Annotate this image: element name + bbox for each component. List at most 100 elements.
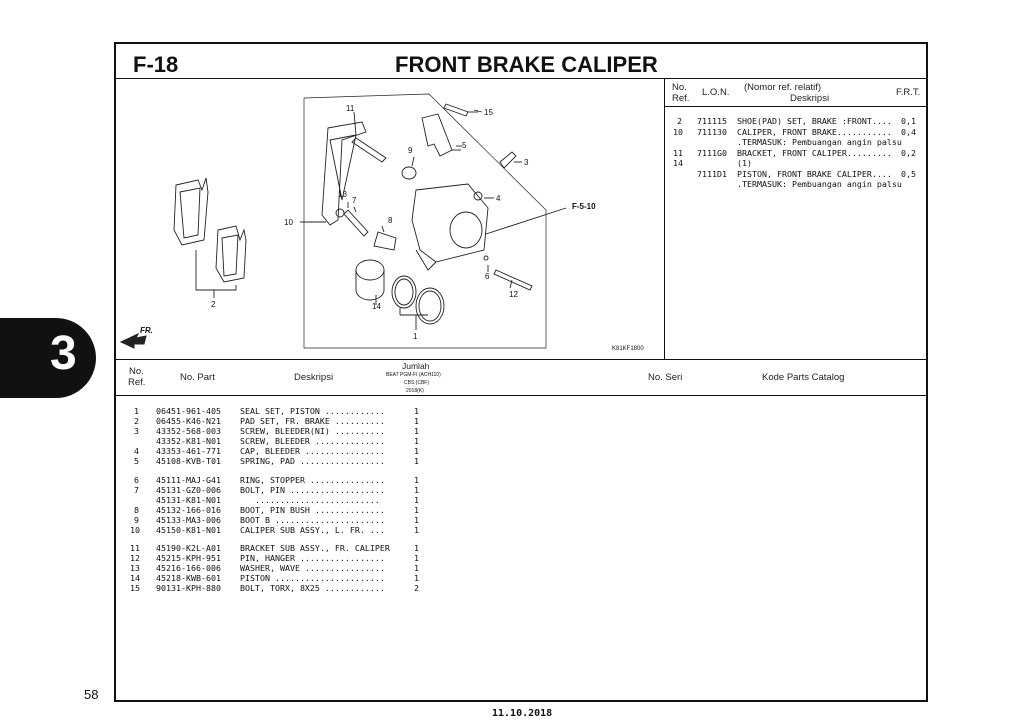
part-desc: BRACKET SUB ASSY., FR. CALIPER — [240, 543, 390, 553]
lon-row-lon: 7111D1 — [697, 169, 727, 179]
part-number: 45131-GZ0-006 — [156, 485, 221, 495]
part-desc: RING, STOPPER ............... — [240, 475, 385, 485]
parts-header-desc: Deskripsi — [294, 372, 334, 383]
exploded-diagram: 11 15 9 5 3 4 13 7 F-5-10 10 8 6 12 14 2… — [116, 80, 663, 358]
part-ref: 8 — [134, 505, 139, 515]
part-desc: BOOT B ...................... — [240, 515, 385, 525]
side-tab-number: 3 — [50, 327, 77, 380]
part-qty: 1 — [414, 543, 419, 553]
lon-row-frt: 0,4 — [901, 127, 916, 137]
part-qty: 1 — [414, 485, 419, 495]
section-code: F-18 — [133, 52, 179, 77]
part-number: 45132-166-016 — [156, 505, 221, 515]
part-ref: 13 — [130, 563, 140, 573]
part-ref: 1 — [134, 406, 139, 416]
part-number: 45216-166-006 — [156, 563, 221, 573]
lon-row-lon: 7111G0 — [697, 148, 727, 158]
parts-header-no: No. — [129, 366, 144, 377]
part-ref: 7 — [134, 485, 139, 495]
part-ref: 11 — [130, 543, 140, 553]
part-ref: 5 — [134, 456, 139, 466]
diagram-label-1: 1 — [413, 332, 418, 341]
part-desc: SCREW, BLEEDER(NI) .......... — [240, 426, 385, 436]
part-number: 06455-K46-N21 — [156, 416, 221, 426]
part-number: 43353-461-771 — [156, 446, 221, 456]
part-qty: 1 — [414, 525, 419, 535]
part-number: 45108-KVB-T01 — [156, 456, 221, 466]
header-divider — [115, 78, 927, 79]
diagram-label-2: 2 — [211, 300, 216, 309]
part-desc: CALIPER SUB ASSY., L. FR. ... — [240, 525, 385, 535]
lon-header-ref: Ref. — [672, 93, 690, 104]
part-number: 43352-568-003 — [156, 426, 221, 436]
direction-label: FR. — [140, 326, 153, 335]
part-number: 43352-K81-N01 — [156, 436, 221, 446]
part-ref: 10 — [130, 525, 140, 535]
diagram-label-8: 8 — [388, 216, 393, 225]
parts-group-1: 1 06451-961-405 SEAL SET, PISTON .......… — [116, 406, 436, 468]
part-desc: PAD SET, FR. BRAKE .......... — [240, 416, 385, 426]
part-ref: 3 — [134, 426, 139, 436]
diagram-label-14: 14 — [372, 302, 381, 311]
print-date: 11.10.2018 — [492, 708, 553, 719]
part-ref: 15 — [130, 583, 140, 593]
lon-row-desc: (1) — [737, 158, 752, 168]
page-frame — [114, 42, 928, 702]
part-ref: 9 — [134, 515, 139, 525]
part-ref: 4 — [134, 446, 139, 456]
part-desc: BOLT, PIN ................... — [240, 485, 385, 495]
parts-header-ref: Ref. — [128, 377, 146, 388]
part-qty: 2 — [414, 583, 419, 593]
diagram-label-4: 4 — [496, 194, 501, 203]
lon-row-lon: 711130 — [697, 127, 727, 137]
part-desc: PISTON ...................... — [240, 573, 385, 583]
part-desc: PIN, HANGER ................. — [240, 553, 385, 563]
parts-header-bottom — [115, 395, 927, 396]
part-qty: 1 — [414, 553, 419, 563]
lon-row-no: 11 — [673, 148, 683, 158]
part-qty: 1 — [414, 436, 419, 446]
parts-group-2: 6 45111-MAJ-G41 RING, STOPPER ..........… — [116, 475, 436, 537]
part-number: 06451-961-405 — [156, 406, 221, 416]
part-qty: 1 — [414, 573, 419, 583]
lon-row-no: 14 — [673, 158, 683, 168]
part-qty: 1 — [414, 475, 419, 485]
part-desc: BOLT, TORX, 8X25 ............ — [240, 583, 385, 593]
part-number: 45190-K2L-A01 — [156, 543, 221, 553]
part-qty: 1 — [414, 495, 419, 505]
diagram-label-f-5-10: F-5-10 — [572, 202, 596, 211]
lon-header-frt: F.R.T. — [896, 87, 921, 98]
lon-rows: 2 711115 SHOE(PAD) SET, BRAKE :FRONT....… — [665, 116, 927, 206]
part-number: 45111-MAJ-G41 — [156, 475, 221, 485]
diagram-divider — [664, 79, 665, 359]
lon-row-desc: CALIPER, FRONT BRAKE........... — [737, 127, 892, 137]
parts-header-part: No. Part — [180, 372, 215, 383]
diagram-label-6: 6 — [485, 272, 490, 281]
parts-header-catalog: Kode Parts Catalog — [762, 372, 845, 383]
drawing-code: K81KF1800 — [612, 346, 644, 352]
part-qty: 1 — [414, 416, 419, 426]
part-qty: 1 — [414, 446, 419, 456]
part-number: 45150-K81-N01 — [156, 525, 221, 535]
parts-header-top — [115, 359, 927, 360]
lon-row-desc: BRACKET, FRONT CALIPER......... — [737, 148, 892, 158]
diagram-label-9: 9 — [408, 146, 413, 155]
part-ref: 14 — [130, 573, 140, 583]
diagram-art — [119, 93, 567, 349]
parts-group-3: 11 45190-K2L-A01 BRACKET SUB ASSY., FR. … — [116, 543, 436, 595]
lon-row-no: 2 — [677, 116, 682, 126]
section-side-tab: 3 — [0, 318, 96, 398]
part-ref: 2 — [134, 416, 139, 426]
part-number: 45215-KPH-951 — [156, 553, 221, 563]
lon-row-desc: .TERMASUK: Pembuangan angin palsu — [737, 137, 902, 147]
part-number: 45133-MA3-006 — [156, 515, 221, 525]
part-number: 90131-KPH-880 — [156, 583, 221, 593]
part-qty: 1 — [414, 456, 419, 466]
diagram-label-13: 13 — [338, 190, 347, 199]
part-desc: BOOT, PIN BUSH .............. — [240, 505, 385, 515]
page-number: 58 — [84, 687, 99, 702]
part-desc: SCREW, BLEEDER .............. — [240, 436, 385, 446]
lon-row-desc: SHOE(PAD) SET, BRAKE :FRONT.... — [737, 116, 892, 126]
diagram-label-3: 3 — [524, 158, 529, 167]
page-title: FRONT BRAKE CALIPER — [395, 52, 658, 77]
